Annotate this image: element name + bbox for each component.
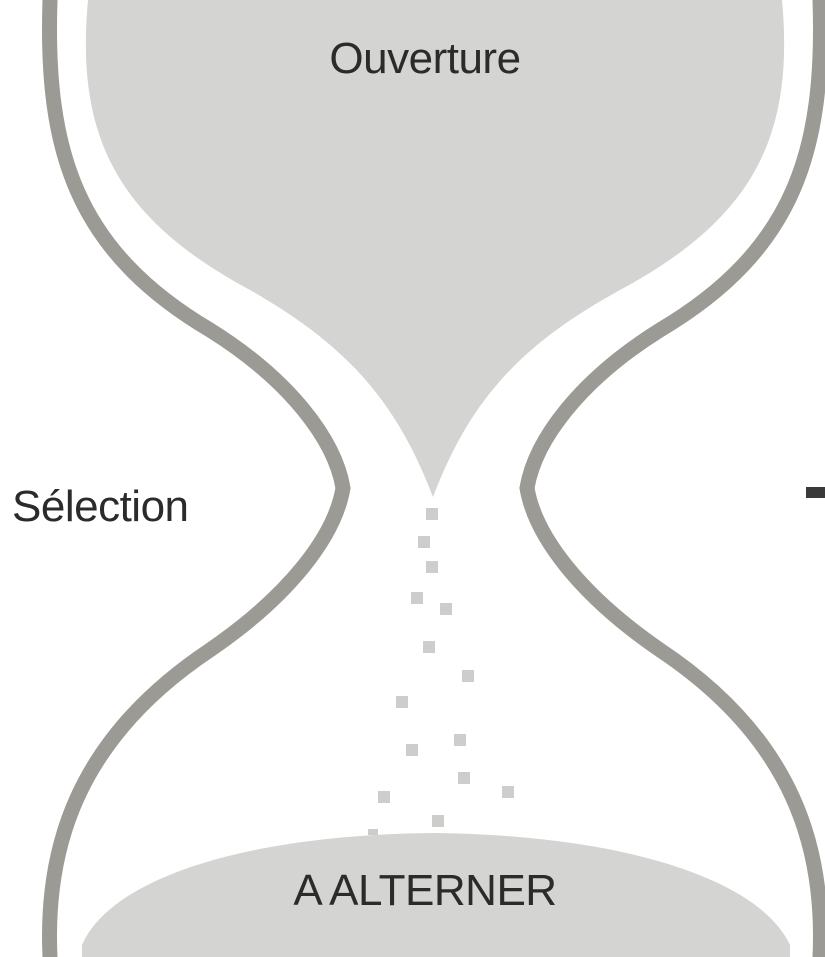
- top-label: Ouverture: [0, 34, 825, 84]
- sand-grain: [423, 641, 435, 653]
- sand-grain: [368, 829, 378, 835]
- sand-grain: [440, 603, 452, 615]
- sand-grain: [411, 592, 423, 604]
- bottom-label: A ALTERNER: [0, 866, 825, 916]
- sand-grain: [458, 772, 470, 784]
- side-marker: [806, 487, 825, 498]
- sand-grain: [418, 536, 430, 548]
- sand-grain: [396, 696, 408, 708]
- sand-grain: [426, 508, 438, 520]
- sand-grain: [426, 561, 438, 573]
- sand-grain: [462, 670, 474, 682]
- sand-grain: [502, 786, 514, 798]
- sand-grain: [454, 734, 466, 746]
- side-label: Sélection: [12, 482, 189, 532]
- sand-grain: [432, 815, 444, 827]
- falling-sand-grains: [368, 508, 514, 835]
- sand-grain: [406, 744, 418, 756]
- sand-grain: [378, 791, 390, 803]
